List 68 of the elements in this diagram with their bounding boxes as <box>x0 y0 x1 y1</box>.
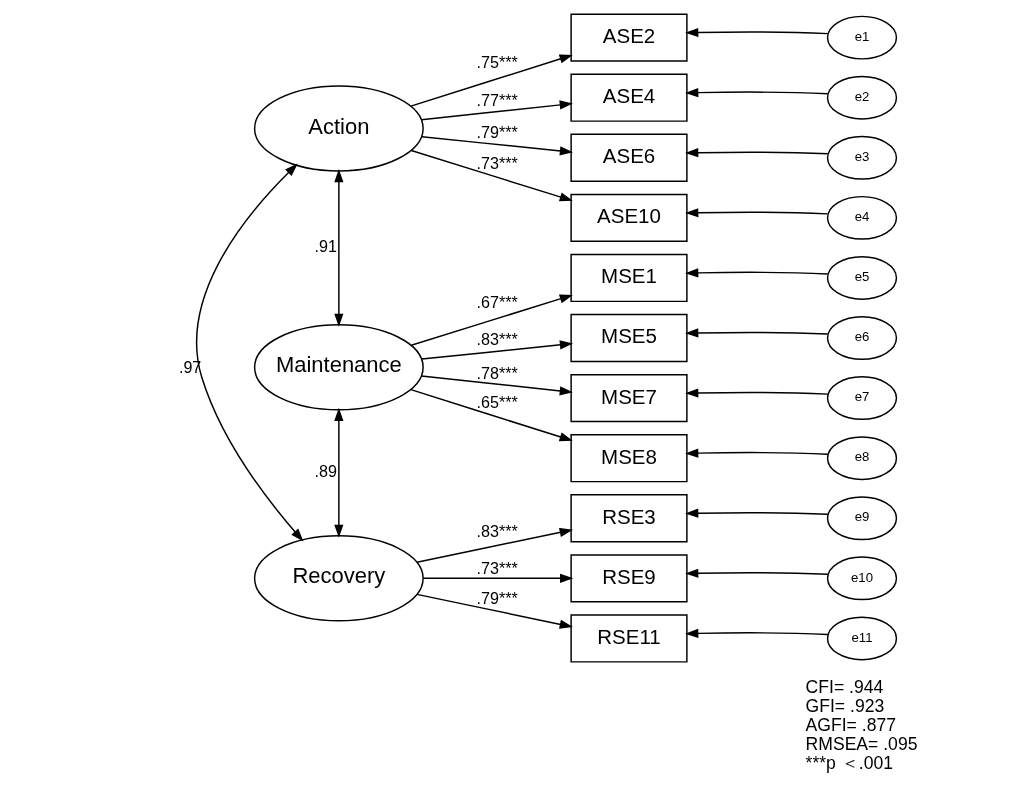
node-box: ASE4 <box>569 73 688 122</box>
arrow <box>420 136 573 156</box>
arrow <box>409 54 573 107</box>
label: CFI= .944 <box>805 676 883 697</box>
node-ellipse: Recovery <box>253 535 424 622</box>
node-box: MSE8 <box>569 434 688 483</box>
arrow <box>684 388 828 398</box>
edge-label: .75*** <box>476 53 518 72</box>
edge-label: .73*** <box>476 558 518 577</box>
edge-label: .91 <box>313 237 337 255</box>
node-ellipse: Maintenance <box>253 324 424 411</box>
arrow <box>684 508 828 518</box>
node-box: ASE10 <box>569 193 688 243</box>
node-ellipse: e11 <box>826 616 897 661</box>
node-box: ASE2 <box>569 13 688 62</box>
label: RMSEA= .095 <box>805 733 917 754</box>
node-box: MSE7 <box>569 373 688 423</box>
arrow <box>684 208 828 218</box>
edge-label: .65*** <box>476 393 518 412</box>
node-box: RSE11 <box>569 614 688 663</box>
node-ellipse: e3 <box>826 135 897 180</box>
node-ellipse: e8 <box>826 436 897 481</box>
arrow <box>410 294 573 346</box>
node-ellipse: e7 <box>826 376 897 421</box>
label: AGFI= .877 <box>805 714 896 735</box>
arrow <box>684 568 828 578</box>
edge-label: .83*** <box>476 522 518 541</box>
edge-label: .83*** <box>476 330 518 349</box>
arrow <box>422 573 573 583</box>
arrow <box>684 268 828 278</box>
node-ellipse: e10 <box>826 556 897 601</box>
arrow <box>420 100 573 121</box>
node-box: MSE5 <box>569 313 688 363</box>
node-box: MSE1 <box>569 253 688 303</box>
edge-label: .78*** <box>476 363 518 382</box>
edge-label: .77*** <box>476 91 518 110</box>
arrow <box>415 527 573 564</box>
arrow <box>420 340 573 360</box>
arrow <box>684 148 828 158</box>
arrow <box>333 168 343 327</box>
edge-label: .73*** <box>476 154 518 173</box>
node-ellipse: e2 <box>826 75 897 120</box>
arrow <box>195 163 303 542</box>
arrow <box>684 27 828 38</box>
node-box: ASE6 <box>569 133 688 182</box>
arrow <box>420 375 573 396</box>
arrow <box>333 407 343 538</box>
arrow <box>415 593 573 629</box>
node-ellipse: e6 <box>826 316 897 360</box>
arrow <box>684 328 828 338</box>
edge-label: .67*** <box>476 293 518 312</box>
label: GFI= .923 <box>805 695 884 716</box>
node-box: RSE9 <box>569 554 688 603</box>
edge-label: .79*** <box>476 123 518 142</box>
node-box: RSE3 <box>569 494 688 543</box>
arrow <box>684 628 828 638</box>
label: ***p ＜.001 <box>805 752 893 773</box>
edge-label: .79*** <box>476 589 518 608</box>
node-ellipse: e4 <box>826 195 897 240</box>
arrow <box>410 149 573 202</box>
arrow <box>684 88 828 98</box>
edge-label: .89 <box>313 461 337 480</box>
node-ellipse: e9 <box>826 496 897 541</box>
arrow <box>409 388 573 442</box>
node-ellipse: e5 <box>826 255 897 300</box>
node-ellipse: Action <box>253 85 424 172</box>
node-ellipse: e1 <box>826 15 897 60</box>
arrow <box>684 448 828 458</box>
